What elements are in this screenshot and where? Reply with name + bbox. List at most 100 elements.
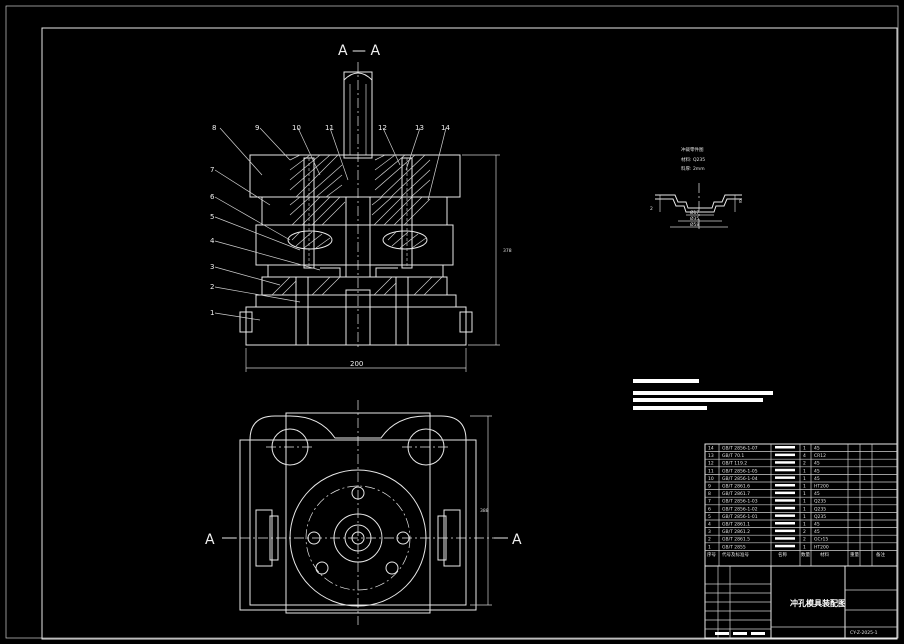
part-label-6: 6 (210, 193, 215, 201)
bom-cell-mat: CR12 (814, 453, 826, 459)
bom-header-weight: 重量 (850, 551, 859, 558)
bom-name-mark (775, 468, 795, 472)
cut-label-right: A (512, 532, 522, 548)
part-label-4: 4 (210, 237, 215, 245)
bom-name-mark (775, 499, 795, 502)
part-leaders (214, 127, 447, 321)
lower-die-set (239, 276, 473, 346)
bom-cell-qty: 2 (803, 529, 806, 535)
bom-cell-qty: 2 (803, 537, 806, 543)
bom-cell-qty: 1 (803, 468, 806, 474)
part-label-3: 3 (210, 263, 214, 271)
bom-cell-code: GB/T 2856-1-01 (722, 514, 758, 520)
section-label: A — A (338, 43, 380, 59)
bom-cell-code: GB/T 2856-1-07 (722, 446, 758, 452)
bom-header-name: 名称 (778, 551, 787, 558)
bom-cell-no: 3 (708, 529, 711, 535)
bom-cell-code: GB/T 2861.6 (722, 484, 750, 490)
bom-cell-mat: HT200 (814, 544, 829, 550)
bom-cell-no: 13 (708, 453, 714, 459)
bom-cell-code: GB/T 2861.1 (722, 522, 750, 528)
part-label-13: 13 (415, 124, 424, 132)
width-dimension: 200 (350, 360, 363, 368)
part-label-8: 8 (212, 124, 216, 132)
bom-name-mark (775, 529, 795, 533)
part-label-12: 12 (378, 124, 387, 132)
drawing-number: CY-Z-2025-1 (850, 630, 878, 636)
bom-cell-mat: 45 (814, 468, 820, 474)
bom-cell-mat: Q235 (814, 499, 826, 505)
bom-cell-code: GB/T 2856-1-03 (722, 499, 758, 505)
sketch-dim-d58: Ø58 (690, 221, 699, 228)
bom-cell-mat: 45 (814, 522, 820, 528)
depth-dimension: 388 (480, 508, 489, 514)
sketch-title: 冲裁零件图 (681, 146, 704, 153)
bom-cell-code: GB/T 2856-1-02 (722, 506, 758, 512)
height-dimension: 378 (503, 248, 512, 254)
sketch-dim-8: 8 (739, 199, 742, 205)
part-label-11: 11 (325, 124, 334, 132)
bom-cell-qty: 2 (803, 461, 806, 467)
bom-cell-mat: 45 (814, 529, 820, 535)
drawing-title: 冲孔模具装配图 (790, 598, 846, 608)
bom-cell-code: GB/T 2855 (722, 544, 746, 550)
bom-name-mark (775, 461, 795, 464)
tech-requirements (633, 379, 773, 410)
sketch-dim-d35: Ø35 (690, 215, 699, 222)
bom-cell-qty: 1 (803, 476, 806, 482)
bom-name-mark (775, 537, 795, 540)
bom-cell-code: GB/T 2861.7 (722, 491, 750, 497)
bom-cell-code: GB/T 2861.2 (722, 529, 750, 535)
bom-header-code: 代号及标准号 (722, 551, 749, 558)
punch-shank (343, 62, 373, 350)
part-label-2: 2 (210, 283, 214, 291)
bom-cell-no: 10 (708, 476, 714, 482)
bom-cell-no: 11 (708, 468, 714, 474)
bom-cell-mat: Q235 (814, 506, 826, 512)
bom-header-note: 备注 (876, 551, 885, 558)
bom-name-mark (775, 446, 795, 449)
upper-die-set (249, 154, 461, 278)
sketch-dim-d17: Ø17 (690, 209, 699, 216)
part-label-9: 9 (255, 124, 259, 132)
part-sketch: 冲裁零件图 材料: Q235 料厚: 2mm (655, 146, 742, 230)
cut-label-left: A (205, 532, 215, 548)
sketch-thickness: 料厚: 2mm (681, 165, 705, 172)
part-label-1: 1 (210, 309, 214, 317)
bom-cell-mat: Q235 (814, 514, 826, 520)
section-dimensions (245, 154, 500, 372)
bom-cell-no: 6 (708, 506, 711, 512)
bom-cell-code: GB/T 2856-1-04 (722, 476, 758, 482)
bom-cell-mat: HT200 (814, 484, 829, 490)
part-label-10: 10 (292, 124, 301, 132)
bom-cell-code: GB/T 70.1 (722, 453, 744, 459)
bom-name-mark (775, 484, 795, 487)
sketch-dim-2: 2 (650, 206, 653, 212)
outer-frame (5, 5, 899, 639)
bom-cell-no: 2 (708, 537, 711, 543)
bom-cell-code: GB/T 2861.5 (722, 537, 750, 543)
bom-cell-no: 12 (708, 461, 714, 467)
bom-cell-mat: 45 (814, 446, 820, 452)
bom-cell-mat: GCr15 (814, 537, 828, 543)
bom-cell-qty: 1 (803, 514, 806, 520)
sketch-material: 材料: Q235 (681, 156, 705, 163)
bom-name-mark (775, 522, 795, 525)
inner-frame (41, 27, 898, 640)
bom-header-qty: 数量 (801, 551, 810, 558)
bom-cell-no: 8 (708, 491, 711, 497)
bom-cell-qty: 1 (803, 499, 806, 505)
bom-name-mark (775, 506, 795, 510)
bom-cell-qty: 1 (803, 506, 806, 512)
bom-cell-qty: 1 (803, 484, 806, 490)
part-label-5: 5 (210, 213, 214, 221)
section-view: A — A (210, 43, 512, 372)
bom-cell-mat: 45 (814, 461, 820, 467)
bom-cell-no: 4 (708, 522, 711, 528)
bom-cell-code: GB/T 119.2 (722, 461, 747, 467)
part-label-14: 14 (441, 124, 450, 132)
bom-cell-qty: 1 (803, 491, 806, 497)
bom-cell-no: 5 (708, 514, 711, 520)
bom-name-mark (775, 514, 795, 517)
